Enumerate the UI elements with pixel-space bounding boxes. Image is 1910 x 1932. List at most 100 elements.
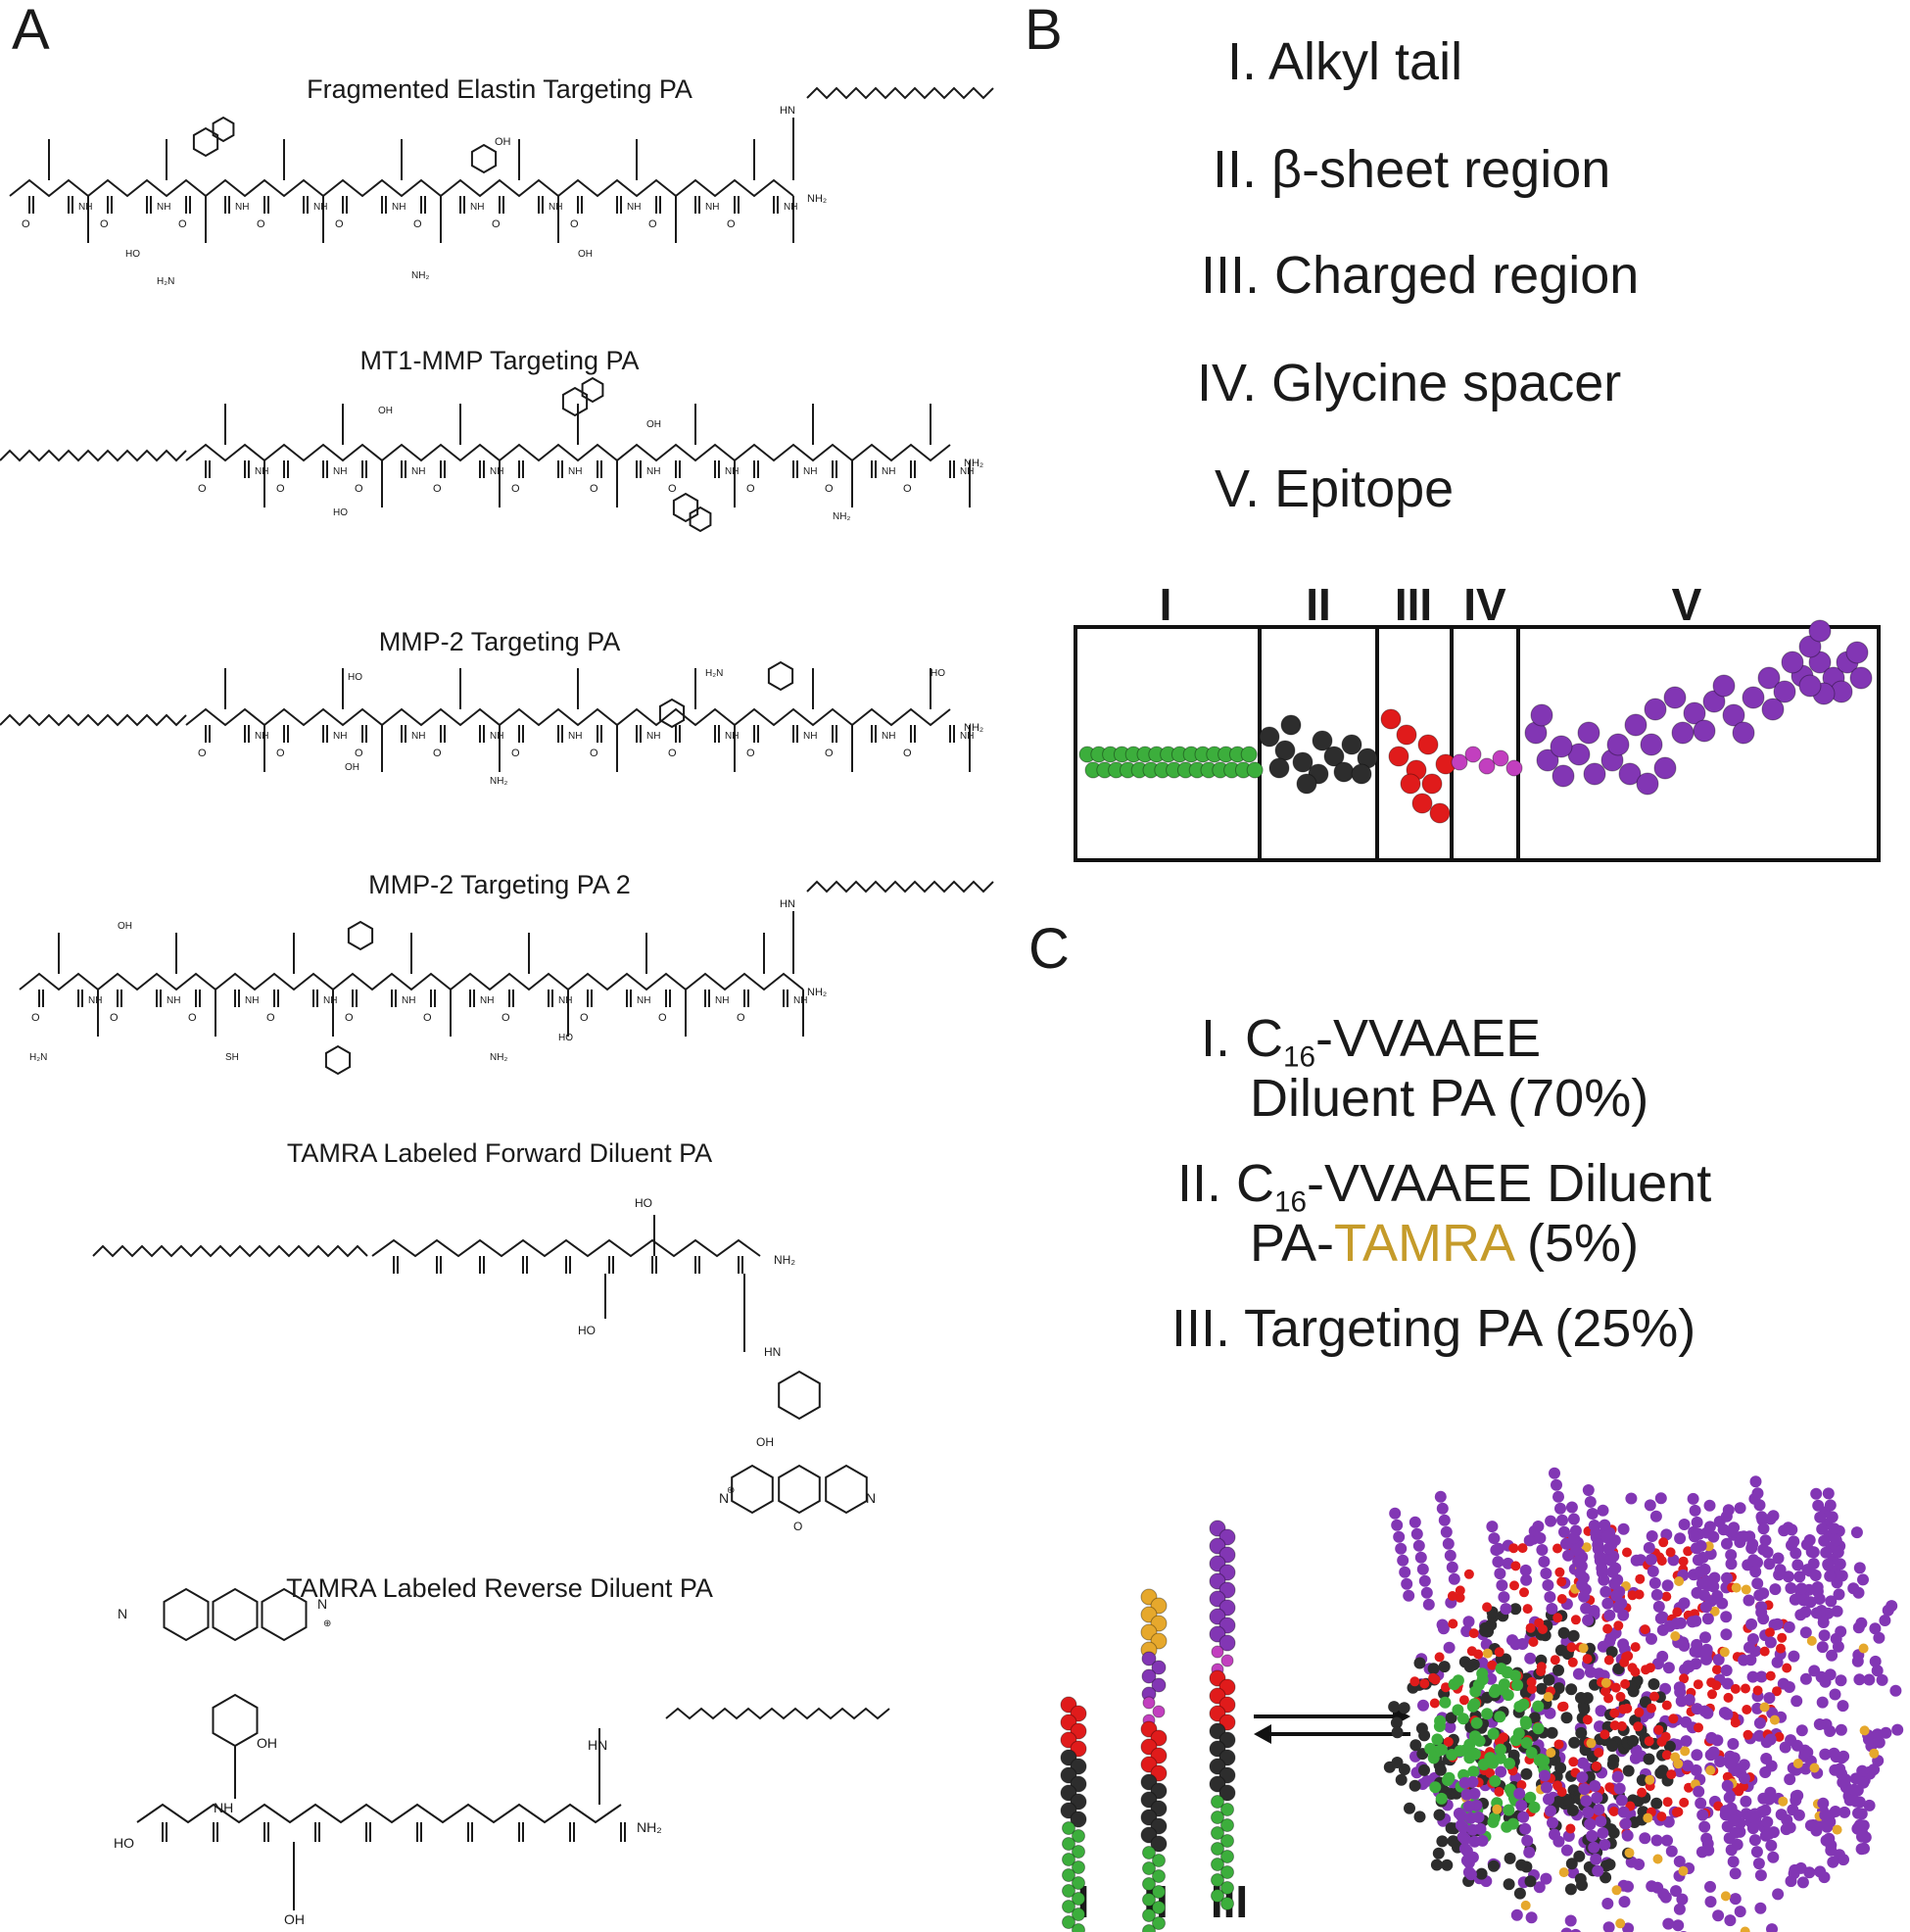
atom-label: SH xyxy=(225,1052,239,1063)
atom-label: NH xyxy=(627,202,641,213)
spacer-bead xyxy=(1211,1645,1224,1659)
alkyl-bead xyxy=(1152,1854,1166,1867)
fiber-bead xyxy=(1494,1786,1504,1797)
atom-label: NH₂ xyxy=(807,193,827,205)
fiber-bead xyxy=(1680,1746,1691,1757)
fiber-bead xyxy=(1556,1787,1567,1797)
fiber-bead xyxy=(1586,1508,1599,1520)
fiber-bead xyxy=(1740,1926,1750,1932)
equilibrium-arrowhead xyxy=(1254,1724,1271,1744)
indole-ring xyxy=(581,376,604,404)
fiber-bead xyxy=(1436,1618,1449,1631)
fiber-bead xyxy=(1745,1542,1758,1555)
fiber-bead xyxy=(1501,1820,1513,1833)
fiber-bead xyxy=(1661,1700,1672,1711)
fiber-bead xyxy=(1558,1701,1569,1712)
fiber-bead xyxy=(1409,1779,1421,1792)
beta-bead xyxy=(1341,734,1362,755)
fiber-bead xyxy=(1485,1767,1496,1778)
fiber-bead xyxy=(1608,1807,1619,1816)
fiber-bead xyxy=(1595,1815,1607,1827)
fiber-bead xyxy=(1701,1613,1714,1625)
fiber-bead xyxy=(1644,1736,1654,1747)
fiber-bead xyxy=(1429,1781,1442,1794)
fiber-bead xyxy=(1674,1576,1685,1586)
fiber-bead xyxy=(1591,1761,1601,1771)
fiber-bead xyxy=(1654,1492,1667,1505)
alkyl-bead xyxy=(1220,1865,1234,1879)
fiber-bead xyxy=(1393,1530,1406,1543)
alkyl-bead xyxy=(1072,1845,1085,1859)
fiber-bead xyxy=(1503,1878,1515,1891)
fiber-bead xyxy=(1550,1655,1560,1666)
epitope-bead xyxy=(1732,721,1755,745)
fiber-bead xyxy=(1489,1775,1502,1787)
fiber-bead xyxy=(1882,1604,1894,1617)
fiber-bead xyxy=(1436,1502,1449,1515)
fiber-bead xyxy=(1517,1543,1528,1554)
fiber-bead xyxy=(1504,1758,1515,1769)
fiber-bead xyxy=(1662,1815,1675,1828)
fiber-bead xyxy=(1593,1804,1605,1815)
fiber-bead xyxy=(1594,1550,1606,1563)
fiber-bead xyxy=(1576,1771,1589,1784)
atom-label: O xyxy=(580,1012,589,1024)
atom-label: NH xyxy=(392,202,406,213)
fiber-bead xyxy=(1814,1511,1827,1523)
fiber-bead xyxy=(1418,1763,1430,1776)
fiber-bead xyxy=(1830,1632,1842,1645)
epitope-bead xyxy=(1808,619,1832,643)
fiber-bead xyxy=(1805,1546,1818,1558)
fiber-bead xyxy=(1412,1539,1425,1552)
fiber-bead xyxy=(1600,1729,1610,1740)
fiber-bead xyxy=(1701,1707,1714,1719)
fiber-bead xyxy=(1709,1606,1720,1617)
fiber-bead xyxy=(1675,1695,1688,1708)
epitope-bead xyxy=(1849,666,1873,690)
indole-ring xyxy=(672,492,699,523)
fiber-bead xyxy=(1434,1490,1447,1503)
atom-label: O xyxy=(110,1012,119,1024)
fiber-bead xyxy=(1702,1844,1715,1857)
fiber-bead xyxy=(1854,1818,1866,1831)
alkyl-chain xyxy=(806,86,994,100)
alkyl-bead xyxy=(1211,1842,1224,1856)
fiber-bead xyxy=(1622,1922,1635,1932)
fiber-bead xyxy=(1511,1679,1524,1691)
fiber-bead xyxy=(1490,1544,1503,1557)
fiber-bead xyxy=(1746,1670,1759,1683)
charged-bead xyxy=(1411,793,1433,814)
fiber-bead xyxy=(1686,1616,1698,1628)
fiber-bead xyxy=(1564,1914,1577,1927)
epitope-bead xyxy=(1671,721,1695,745)
epitope-bead xyxy=(1663,686,1687,709)
alkyl-bead xyxy=(1152,1901,1166,1914)
fiber-bead xyxy=(1858,1643,1869,1654)
fiber-bead xyxy=(1707,1530,1720,1543)
alkyl-bead xyxy=(1211,1873,1224,1887)
fiber-bead xyxy=(1694,1722,1703,1733)
fiber-bead xyxy=(1809,1570,1822,1581)
indole-ring xyxy=(192,126,219,158)
atom-label: NH xyxy=(725,731,739,742)
fiber-bead xyxy=(1404,1802,1415,1814)
fiber-bead xyxy=(1829,1688,1841,1701)
segment-label: IV xyxy=(1463,579,1506,630)
fiber-bead xyxy=(1455,1592,1465,1603)
fiber-bead xyxy=(1724,1525,1737,1537)
atom-label: N xyxy=(866,1490,876,1506)
fiber-bead xyxy=(1791,1695,1803,1708)
fiber-bead xyxy=(1604,1554,1617,1567)
fiber-bead xyxy=(1753,1716,1766,1729)
fiber-bead xyxy=(1513,1787,1526,1800)
fiber-bead xyxy=(1515,1799,1528,1811)
fiber-bead xyxy=(1456,1831,1469,1843)
fiber-bead xyxy=(1463,1738,1476,1751)
fiber-bead xyxy=(1532,1521,1545,1532)
fiber-bead xyxy=(1824,1668,1837,1681)
charged-bead xyxy=(1380,708,1402,730)
fiber-bead xyxy=(1849,1772,1862,1785)
fiber-bead xyxy=(1532,1700,1545,1713)
fiber-bead xyxy=(1607,1826,1620,1839)
fiber-bead xyxy=(1479,1624,1492,1637)
